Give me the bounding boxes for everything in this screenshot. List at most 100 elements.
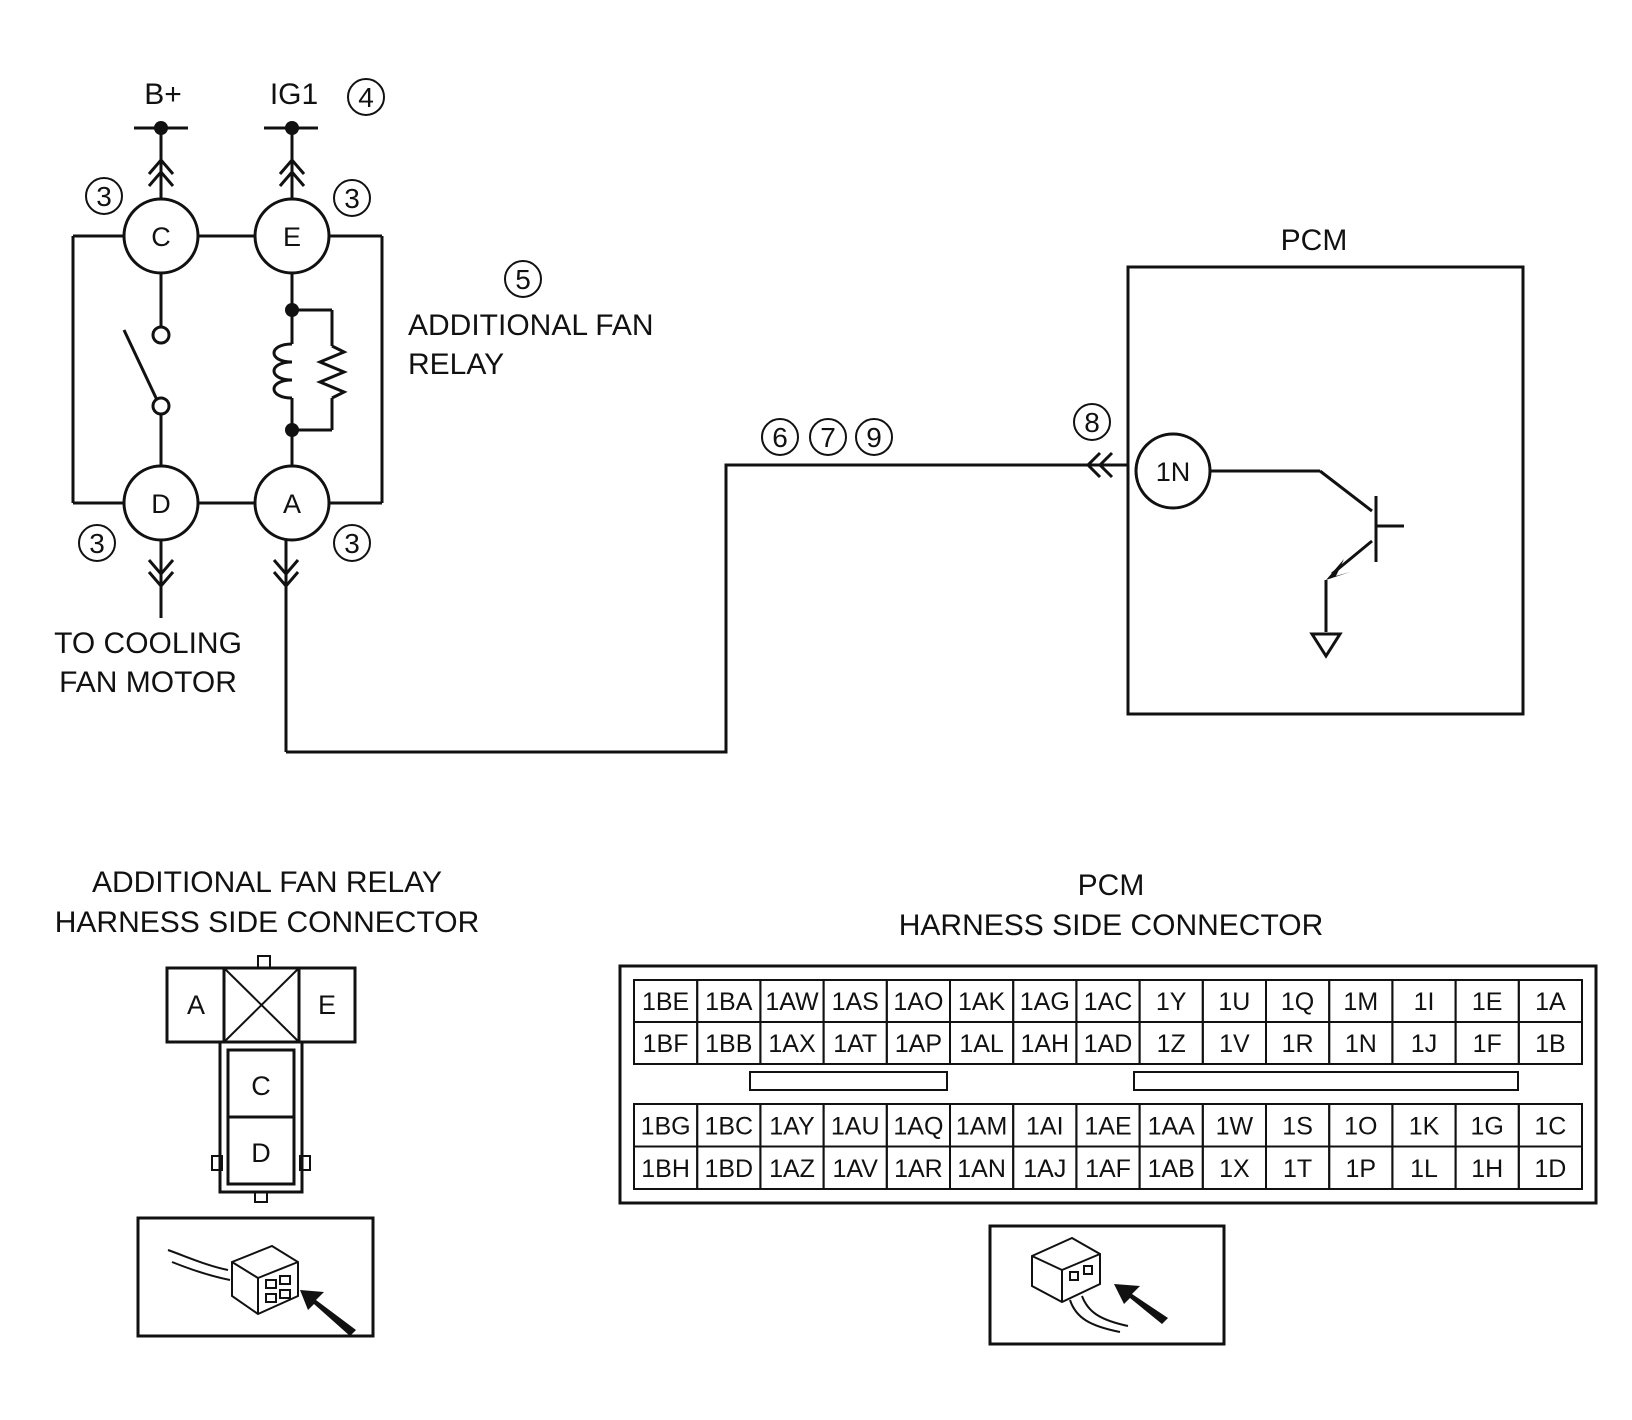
relay-connector-subtitle: HARNESS SIDE CONNECTOR (55, 906, 480, 939)
pcm-pin-label: 1BD (704, 1155, 753, 1183)
pcm-pin-label: 1AJ (1023, 1155, 1066, 1183)
pcm-pin-label: 1AB (1148, 1155, 1195, 1183)
pcm-pin-label: 1A (1535, 988, 1566, 1016)
pin-a: A (253, 464, 331, 542)
pcm-pin-label: 1AW (765, 988, 819, 1016)
callout-e-top: 3 (333, 179, 371, 217)
ig1-label: IG1 (270, 78, 318, 111)
pin-d: D (122, 464, 200, 542)
pcm-pin-label: 1O (1344, 1112, 1377, 1140)
pcm-pin-label: 1G (1471, 1112, 1504, 1140)
callout-pcm-1n: 8 (1073, 403, 1111, 441)
pcm-pin-cell (1517, 1021, 1584, 1065)
svg-text:5: 5 (515, 264, 531, 295)
pcm-connector-title: PCM (1078, 869, 1145, 902)
pcm-pin-label: 1L (1410, 1155, 1438, 1183)
relay-cell-a: A (187, 990, 205, 1020)
pin-d-label: D (151, 489, 171, 519)
bplus-label: B+ (144, 78, 182, 111)
pcm-pin-label: 1AH (1020, 1030, 1069, 1058)
pin-e: E (253, 197, 331, 275)
pcm-pin-label: 1BH (641, 1155, 690, 1183)
callout-c-top: 3 (85, 177, 123, 215)
pcm-pin-label: 1N (1345, 1030, 1377, 1058)
svg-text:7: 7 (820, 422, 836, 453)
pcm-label: PCM (1281, 224, 1348, 257)
pcm-connector-subtitle: HARNESS SIDE CONNECTOR (899, 909, 1324, 942)
pcm-pin-label: 1AU (831, 1112, 880, 1140)
callout-wire-9: 9 (855, 418, 893, 456)
pcm-pin-label: 1D (1534, 1155, 1566, 1183)
pcm-pin-label: 1AA (1148, 1112, 1196, 1140)
pcm-pin-cell (1517, 1145, 1584, 1190)
pcm-pin-label: 1AK (958, 988, 1006, 1016)
pcm-pin-label: 1B (1535, 1030, 1566, 1058)
svg-text:6: 6 (772, 422, 788, 453)
pcm-pin-label: 1C (1534, 1112, 1566, 1140)
pcm-pin-label: 1AV (832, 1155, 878, 1183)
pcm-pin-label: 1H (1471, 1155, 1503, 1183)
pcm-pin-label: 1BF (643, 1030, 689, 1058)
pcm-pin-label: 1AX (768, 1030, 816, 1058)
pcm-pin-label: 1AE (1084, 1112, 1131, 1140)
pcm-pin-label: 1AP (895, 1030, 942, 1058)
pin-c-label: C (151, 222, 171, 252)
callouts: 3 3 4 5 3 3 6 7 9 8 (78, 78, 1111, 562)
callout-ig1: 4 (347, 78, 385, 116)
pcm-pin-label: 1BB (705, 1030, 752, 1058)
callout-wire-7: 7 (809, 418, 847, 456)
pcm-pin-label: 1K (1409, 1112, 1440, 1140)
pcm-pin-label: 1AF (1085, 1155, 1131, 1183)
relay-connector-title: ADDITIONAL FAN RELAY (92, 866, 442, 899)
callout-a-bottom: 3 (333, 524, 371, 562)
pcm-pin-label: 1BA (705, 988, 753, 1016)
relay-cell-d: D (251, 1138, 271, 1168)
pcm-block: PCM 1N (1126, 224, 1525, 716)
callout-wire-6: 6 (761, 418, 799, 456)
pcm-pin-label: 1R (1282, 1030, 1314, 1058)
pcm-pin-label: 1AM (956, 1112, 1007, 1140)
pcm-pin-1n-label: 1N (1156, 457, 1191, 487)
relay-label-line2: RELAY (408, 348, 504, 381)
pcm-pin-label: 1AO (893, 988, 943, 1016)
signal-wire (286, 463, 1128, 754)
pcm-pin-label: 1F (1473, 1030, 1502, 1058)
pcm-pin-label: 1P (1346, 1155, 1377, 1183)
relay-circuit: C E D A B+ IG1 ADDITIONAL FAN RELAY TO C… (54, 78, 654, 752)
pcm-connector: PCM HARNESS SIDE CONNECTOR 1BE 1BA 1AW 1AS 1… (618, 869, 1598, 1346)
pcm-pin-label: 1AR (894, 1155, 943, 1183)
pcm-pin-label: 1BG (641, 1112, 691, 1140)
pcm-pin-label: 1AS (832, 988, 879, 1016)
relay-connector-view-icon (136, 1216, 375, 1338)
pcm-pin-label: 1BE (642, 988, 689, 1016)
pcm-pin-label: 1AI (1026, 1112, 1064, 1140)
relay-connector: ADDITIONAL FAN RELAY HARNESS SIDE CONNEC… (55, 866, 480, 1338)
pcm-pin-label: 1AY (769, 1112, 815, 1140)
svg-text:3: 3 (344, 528, 360, 559)
pcm-pin-label: 1V (1219, 1030, 1250, 1058)
svg-text:9: 9 (866, 422, 882, 453)
pcm-pin-label: 1Z (1157, 1030, 1186, 1058)
pcm-pin-label: 1J (1411, 1030, 1437, 1058)
pcm-pin-label: 1U (1218, 988, 1250, 1016)
pcm-pin-label: 1BC (704, 1112, 753, 1140)
pcm-pin-label: 1S (1282, 1112, 1313, 1140)
svg-text:4: 4 (358, 82, 374, 113)
pcm-pin-label: 1AD (1084, 1030, 1133, 1058)
pcm-pin-label: 1AQ (893, 1112, 943, 1140)
motor-label: TO COOLING (54, 627, 242, 660)
relay-cell-c: C (251, 1071, 271, 1101)
pcm-pin-label: 1I (1414, 988, 1435, 1016)
pin-c: C (122, 197, 200, 275)
pcm-pin-label: 1AT (833, 1030, 877, 1058)
pin-e-label: E (283, 222, 301, 252)
svg-text:3: 3 (96, 181, 112, 212)
pcm-pin-label: 1AC (1084, 988, 1133, 1016)
pcm-pin-label: 1Y (1156, 988, 1187, 1016)
relay-cell-e: E (318, 990, 336, 1020)
pcm-pin-label: 1AZ (769, 1155, 815, 1183)
pcm-pin-label: 1M (1343, 988, 1378, 1016)
pcm-pin-label: 1T (1283, 1155, 1312, 1183)
